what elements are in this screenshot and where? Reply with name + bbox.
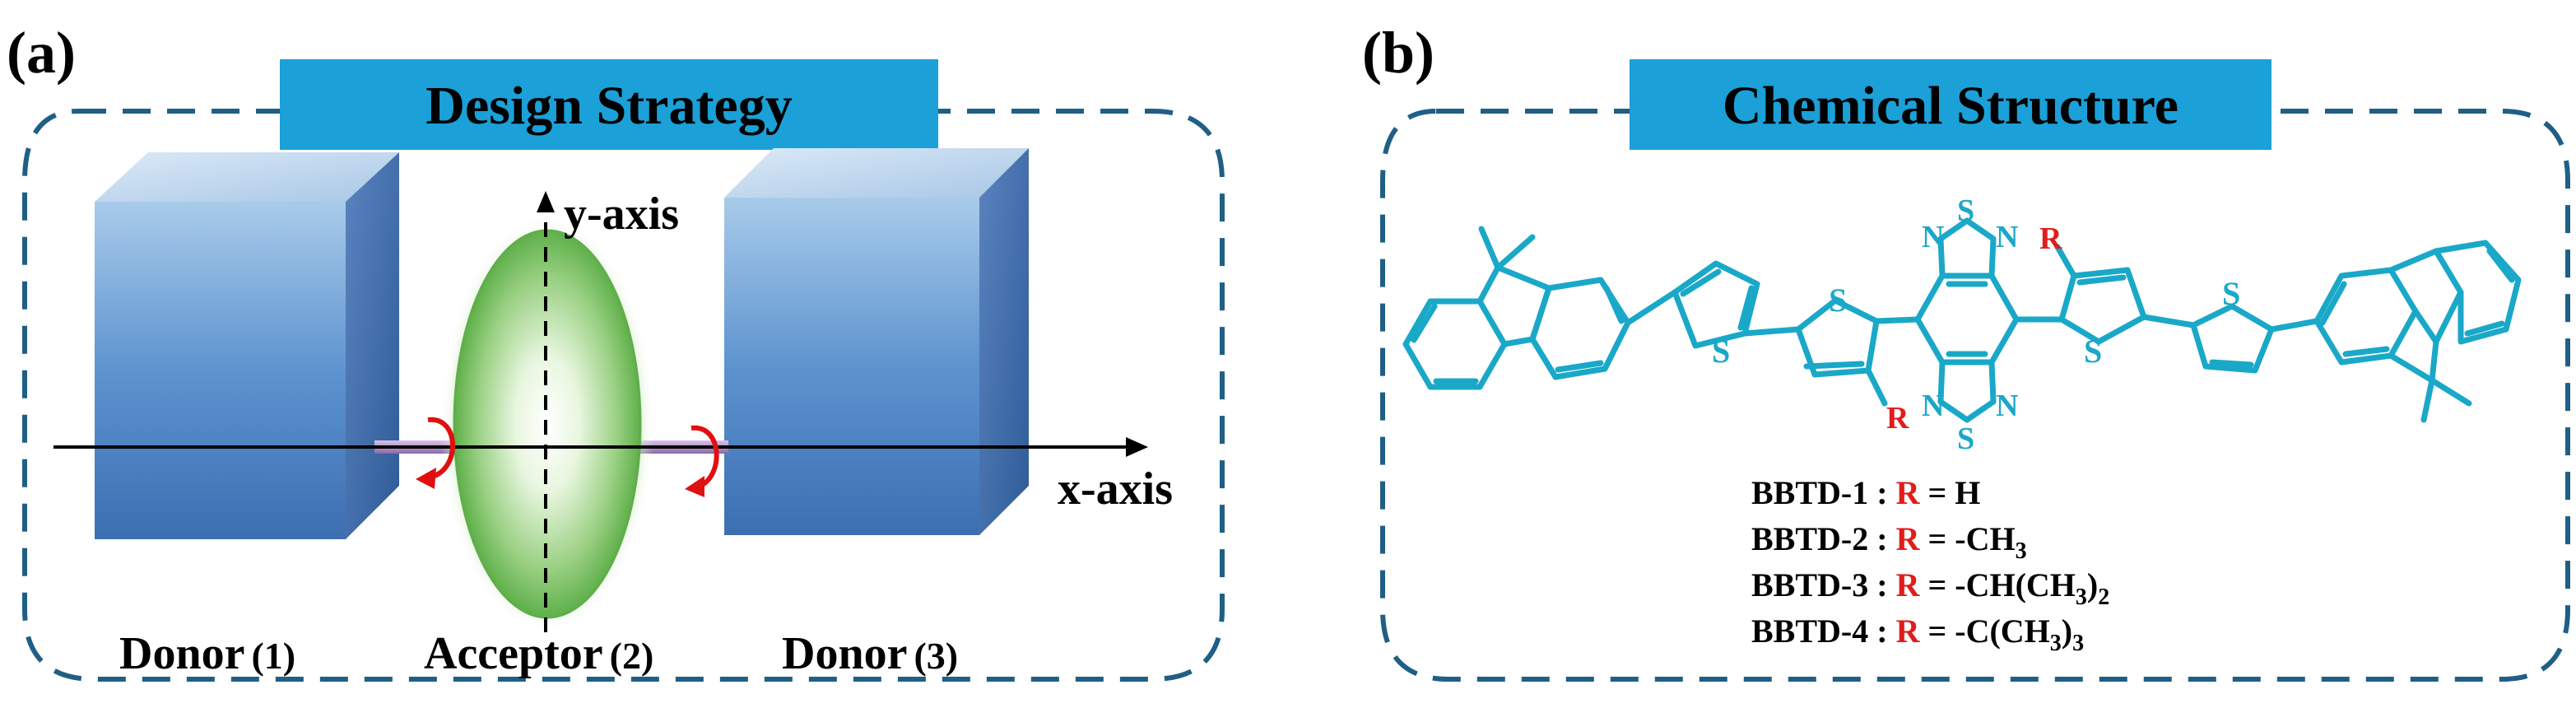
panel-a-header: Design Strategy	[425, 76, 792, 136]
thiophene-2-s: S	[1829, 282, 1847, 319]
thiophene-4-s: S	[2222, 275, 2240, 312]
y-axis-arrow	[537, 191, 555, 212]
legend-row-4: BBTD-4 : R = -C(CH3)3	[1751, 613, 2084, 656]
donor-1-label: Donor(1)	[119, 628, 295, 679]
acceptor-2-label: Acceptor(2)	[424, 628, 653, 679]
upper-s: S	[1957, 193, 1974, 228]
r-group-upper: R	[2039, 221, 2062, 256]
panel-b-header: Chemical Structure	[1723, 76, 2178, 136]
substituent-legend: BBTD-1 : R = H BBTD-2 : R = -CH3 BBTD-3 …	[1751, 474, 2109, 656]
donor-box-left	[95, 152, 399, 539]
lower-s: S	[1957, 422, 1974, 456]
panel-b-header-box	[1630, 59, 2271, 150]
donor-box-right	[724, 148, 1029, 535]
panel-b-frame	[1380, 109, 2570, 682]
rotation-arrow-left	[416, 417, 455, 489]
legend-row-3: BBTD-3 : R = -CH(CH3)2	[1751, 566, 2109, 610]
x-axis-arrow	[1126, 437, 1148, 457]
bbtd-molecule: S S R N S N N S N	[1402, 193, 2522, 456]
r-group-lower: R	[1886, 401, 1909, 436]
panel-a-header-box	[280, 59, 938, 150]
lower-n-right: N	[1996, 389, 2018, 423]
x-axis-label: x-axis	[1058, 463, 1173, 515]
thiophene-3-s: S	[2084, 333, 2102, 370]
panel-a-label: (a)	[7, 20, 76, 86]
legend-row-2: BBTD-2 : R = -CH3	[1751, 520, 2027, 564]
rotation-arrow-right	[685, 425, 719, 497]
panel-a-frame	[22, 109, 1225, 682]
legend-row-1: BBTD-1 : R = H	[1751, 474, 1980, 511]
donor-3-label: Donor(3)	[782, 628, 958, 679]
panel-b-label: (b)	[1362, 20, 1434, 86]
thiophene-1-s: S	[1712, 333, 1730, 370]
y-axis-label: y-axis	[564, 189, 679, 240]
upper-n-left: N	[1922, 220, 1944, 254]
panel-a: (a) Design Strategy y-axis x-axi	[7, 20, 1225, 682]
upper-n-right: N	[1996, 220, 2018, 254]
panel-b: (b) Chemical Structure S	[1362, 20, 2570, 682]
lower-n-left: N	[1922, 389, 1944, 423]
